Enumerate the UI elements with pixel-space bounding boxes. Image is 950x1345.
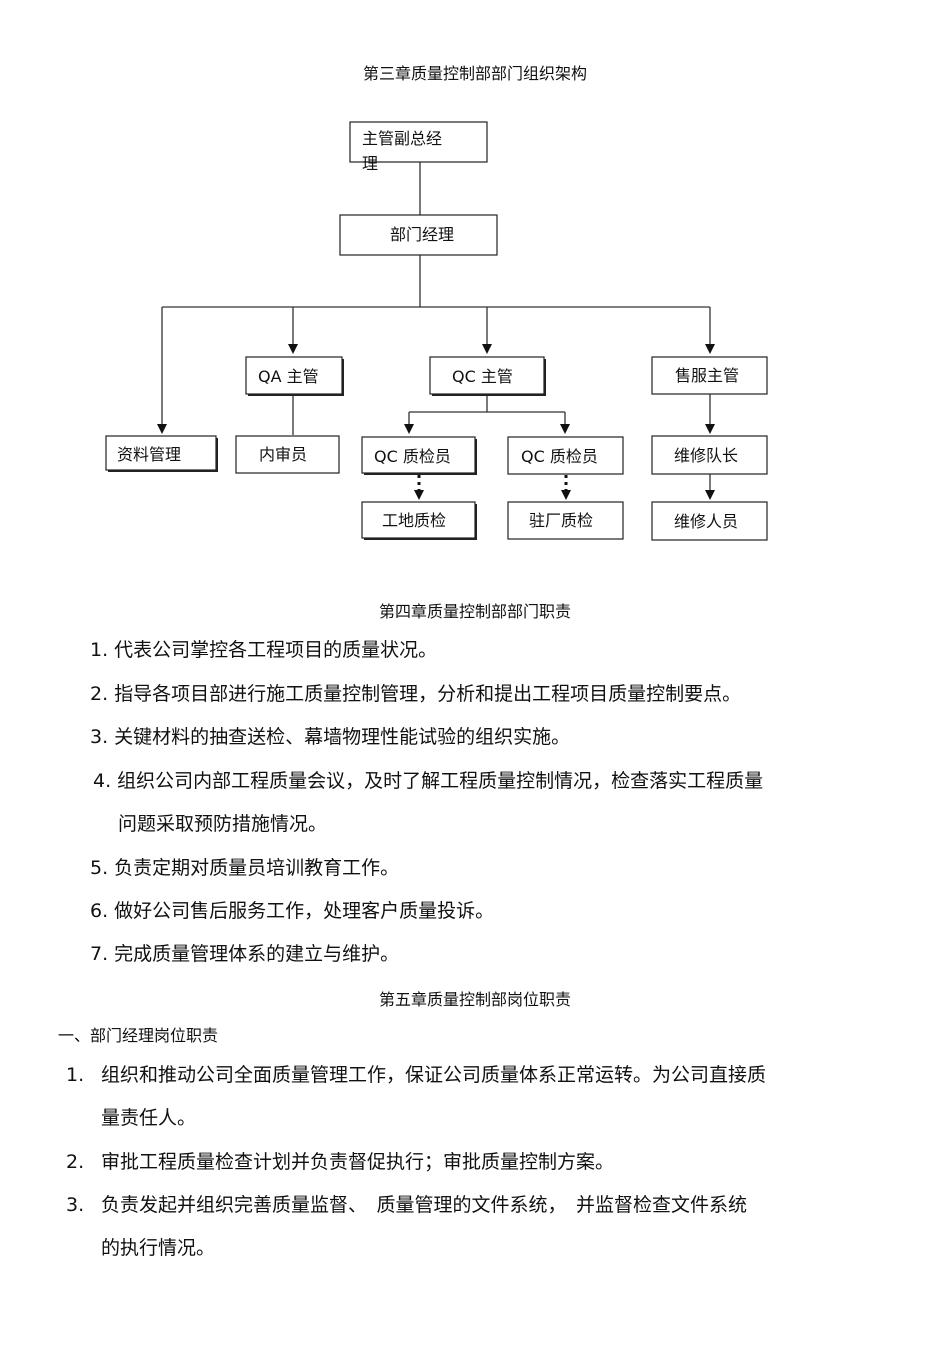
org-node-qa-lead-label: QA 主管: [258, 367, 319, 386]
org-node-qc-inspector-2: QC 质检员: [507, 436, 624, 475]
org-node-internal-auditor: 内审员: [235, 435, 340, 474]
org-node-internal-auditor-label: 内审员: [259, 445, 307, 464]
chapter4-item-3: 3. 关键材料的抽查送检、幕墙物理性能试验的组织实施。: [90, 726, 571, 748]
chapter4-title: 第四章质量控制部部门职责: [378, 602, 571, 621]
org-node-vp: 主管副总经 理: [349, 121, 488, 173]
section1-item-1-num: 1.: [66, 1064, 85, 1086]
org-node-qc-inspector-1-label: QC 质检员: [374, 447, 451, 466]
org-node-qc-lead: QC 主管: [429, 356, 546, 396]
org-node-service-lead: 售服主管: [651, 356, 768, 395]
org-node-service-lead-label: 售服主管: [675, 366, 739, 385]
org-node-vp-line2: 理: [362, 154, 378, 173]
org-node-records: 资料管理: [105, 435, 218, 472]
chapter4-item-5: 5. 负责定期对质量员培训教育工作。: [90, 857, 400, 879]
section1-item-3-line1: 负责发起并组织完善质量监督、 质量管理的文件系统， 并监督检查文件系统: [101, 1194, 748, 1216]
section1-item-1-line2: 量责任人。: [101, 1107, 197, 1129]
org-node-repair-staff-label: 维修人员: [674, 512, 738, 531]
section1-item-1-line1: 组织和推动公司全面质量管理工作，保证公司质量体系正常运转。为公司直接质: [101, 1064, 767, 1086]
section1-item-2-num: 2.: [66, 1151, 85, 1173]
org-node-site-inspection: 工地质检: [361, 501, 477, 540]
org-node-repair-team-lead-label: 维修队长: [674, 446, 738, 465]
org-node-repair-team-lead: 维修队长: [651, 435, 768, 475]
org-node-factory-inspection: 驻厂质检: [507, 501, 624, 540]
section1-title: 一、部门经理岗位职责: [58, 1026, 219, 1045]
org-node-qc-inspector-1: QC 质检员: [361, 436, 477, 475]
chapter4-item-6: 6. 做好公司售后服务工作，处理客户质量投诉。: [90, 900, 495, 922]
chapter4-item-4-cont: 问题采取预防措施情况。: [118, 813, 328, 835]
org-node-vp-line1: 主管副总经: [362, 129, 442, 148]
section1-item-2-line1: 审批工程质量检查计划并负责督促执行；审批质量控制方案。: [101, 1151, 615, 1173]
org-chart: 主管副总经 理 部门经理 资料管理 QA 主管 QC 主管 售服主管 内审员 Q…: [105, 121, 768, 541]
org-node-manager-label: 部门经理: [390, 225, 454, 244]
org-node-qc-lead-label: QC 主管: [452, 367, 513, 386]
chapter4-item-4: 4. 组织公司内部工程质量会议，及时了解工程质量控制情况，检查落实工程质量: [93, 770, 764, 792]
org-node-factory-inspection-label: 驻厂质检: [529, 511, 593, 530]
org-connectors: [157, 162, 715, 500]
org-node-qc-inspector-2-label: QC 质检员: [521, 447, 598, 466]
org-node-qa-lead: QA 主管: [245, 356, 344, 396]
org-node-repair-staff: 维修人员: [651, 501, 768, 541]
chapter4-item-2: 2. 指导各项目部进行施工质量控制管理，分析和提出工程项目质量控制要点。: [90, 683, 742, 705]
section1-item-3-num: 3.: [66, 1194, 85, 1216]
org-node-manager: 部门经理: [339, 214, 498, 256]
section1-item-3-line2: 的执行情况。: [101, 1237, 216, 1259]
org-node-site-inspection-label: 工地质检: [382, 511, 446, 530]
chapter5-title: 第五章质量控制部岗位职责: [378, 990, 571, 1009]
chapter3-title: 第三章质量控制部部门组织架构: [362, 64, 587, 83]
chapter4-item-7: 7. 完成质量管理体系的建立与维护。: [90, 943, 400, 965]
org-node-records-label: 资料管理: [117, 445, 181, 464]
chapter4-item-1: 1. 代表公司掌控各工程项目的质量状况。: [90, 639, 438, 661]
